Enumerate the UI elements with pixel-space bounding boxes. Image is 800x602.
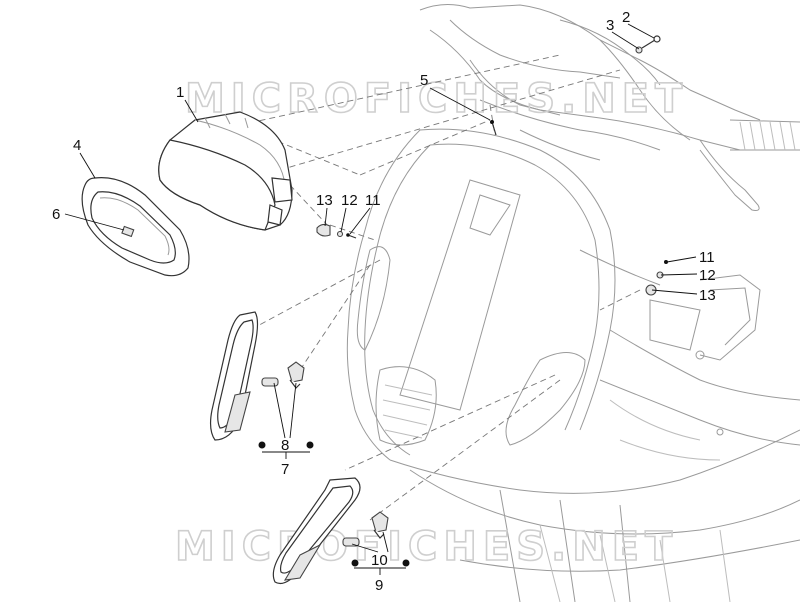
group-9-dot-2: [402, 559, 410, 567]
scooter-body-outline: [346, 4, 800, 602]
watermark-bottom: MICROFICHES.NET: [175, 524, 678, 570]
callout-2: 2: [622, 9, 630, 26]
turn-signal-lower: [272, 477, 389, 585]
screw-washer-parts-2-3: [635, 35, 661, 54]
group-7-dot-1: [258, 441, 266, 449]
callout-3: 3: [606, 17, 614, 34]
callout-7: 7: [281, 461, 289, 478]
callout-12-right: 12: [699, 267, 716, 284]
callout-6: 6: [52, 206, 60, 223]
headlamp-part-1: [158, 111, 293, 231]
callout-5: 5: [420, 72, 428, 89]
fastener-set-left: [316, 223, 357, 239]
group-9-dot-1: [351, 559, 359, 567]
callout-8: 8: [281, 437, 289, 454]
headlamp-frame-part-4: [81, 177, 190, 277]
screw-part-5: [490, 120, 497, 136]
callout-11-left: 11: [365, 192, 381, 209]
callout-1: 1: [176, 84, 184, 101]
callout-12-left: 12: [341, 192, 358, 209]
callout-9: 9: [375, 577, 383, 594]
assembly-lines: [239, 54, 641, 521]
callout-13-left: 13: [316, 192, 333, 209]
group-7-dot-2: [306, 441, 314, 449]
fastener-set-right: [645, 260, 668, 296]
turn-signal-upper: [209, 311, 305, 441]
callout-11-right: 11: [699, 249, 715, 266]
watermark-top: MICROFICHES.NET: [185, 76, 688, 122]
callout-4: 4: [73, 137, 81, 154]
callout-10: 10: [371, 552, 388, 569]
leader-lines: [64, 23, 698, 575]
callout-13-right: 13: [699, 287, 716, 304]
